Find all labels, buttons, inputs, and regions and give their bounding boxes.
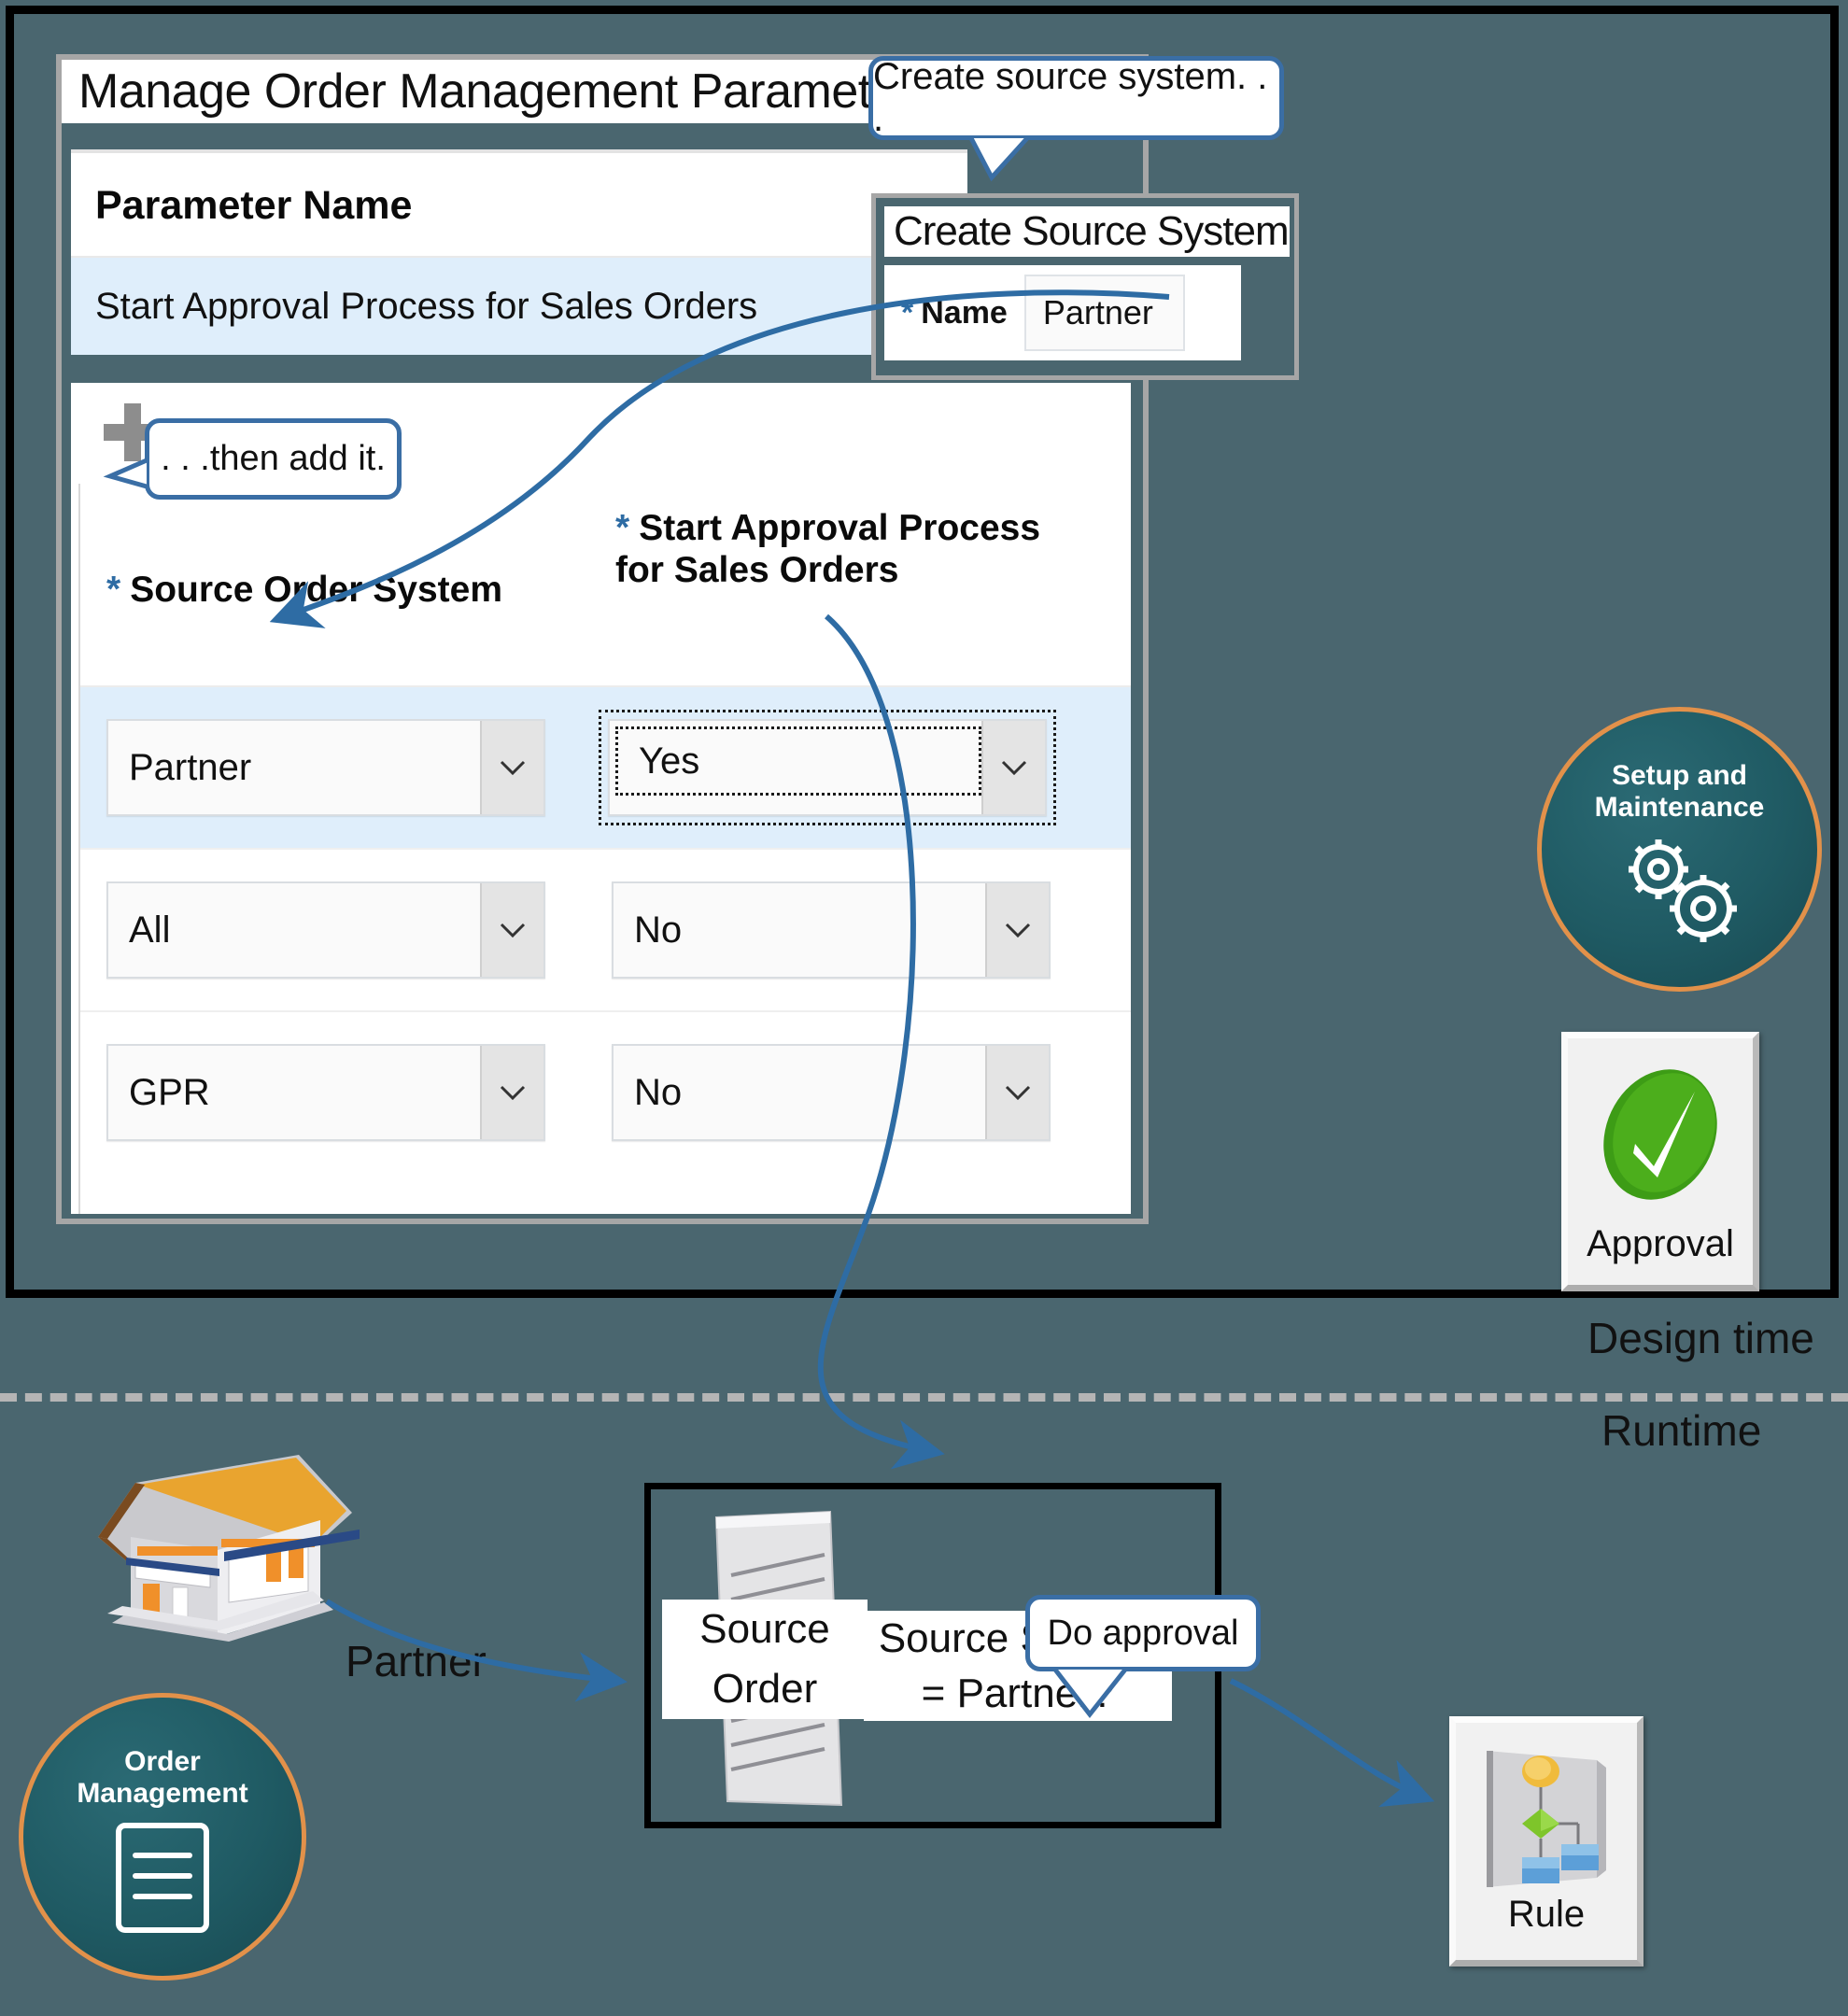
rule-badge[interactable]: Rule [1449, 1716, 1643, 1967]
table-row[interactable]: All No [80, 848, 1131, 1010]
partner-label: Partner [346, 1637, 487, 1685]
name-field[interactable]: Partner [1023, 275, 1185, 351]
badge-title-line2: Maintenance [1594, 791, 1765, 823]
badge-title-line2: Management [77, 1777, 248, 1809]
source-system-grid: *Source Order System *Start Approval Pro… [78, 484, 1131, 1214]
create-source-system-form: *Name Partner [884, 265, 1241, 360]
column-header-label: Start Approval Process for Sales Orders [615, 508, 1041, 590]
rule-tree-icon [1487, 1751, 1606, 1887]
dropdown-value: All [129, 909, 171, 951]
focus-outline: Yes [599, 710, 1056, 825]
phase-divider [0, 1393, 1848, 1402]
callout-create-source-system: Create source system. . . [868, 56, 1284, 140]
column-header-start-approval: *Start Approval Process for Sales Orders [589, 484, 1075, 685]
runtime-label: Runtime [1601, 1406, 1762, 1455]
start-approval-dropdown[interactable]: No [612, 1044, 1051, 1141]
order-management-badge[interactable]: Order Management [19, 1693, 306, 1981]
cell-source-order-system: Partner [80, 719, 589, 816]
required-asterisk: * [901, 294, 914, 331]
column-header-label: Source Order System [130, 570, 503, 610]
approval-badge[interactable]: Approval [1561, 1032, 1759, 1291]
start-approval-dropdown[interactable]: Yes [608, 719, 1047, 816]
chevron-down-icon[interactable] [480, 721, 543, 814]
callout-then-add-it: . . .then add it. [145, 418, 402, 500]
callout-text: Create source system. . . [873, 56, 1268, 139]
source-order-system-dropdown[interactable]: All [106, 881, 545, 979]
create-source-system-title: Create Source System [884, 206, 1290, 257]
design-time-region: Manage Order Management Parameters Param… [6, 6, 1839, 1298]
column-header-source-order-system: *Source Order System [80, 484, 589, 685]
cell-source-order-system: All [80, 881, 589, 979]
chevron-down-icon[interactable] [981, 721, 1045, 814]
green-check-icon [1603, 1069, 1717, 1200]
start-approval-dropdown[interactable]: No [612, 881, 1051, 979]
grid-header-row: *Source Order System *Start Approval Pro… [80, 484, 1131, 687]
parameter-name-row[interactable]: Start Approval Process for Sales Orders [71, 258, 967, 355]
store-building-icon [98, 1455, 360, 1642]
table-row[interactable]: Partner Yes [80, 687, 1131, 848]
source-order-system-dropdown[interactable]: GPR [106, 1044, 545, 1141]
dropdown-value: No [634, 1071, 683, 1113]
required-asterisk: * [106, 570, 121, 610]
dropdown-value: GPR [129, 1071, 210, 1113]
design-time-label: Design time [1587, 1314, 1814, 1362]
chevron-down-icon[interactable] [985, 1046, 1049, 1139]
dropdown-value: Yes [615, 726, 981, 796]
chevron-down-icon[interactable] [480, 883, 543, 977]
cell-source-order-system: GPR [80, 1044, 589, 1141]
callout-text: . . .then add it. [161, 439, 386, 478]
table-row[interactable]: GPR No [80, 1010, 1131, 1173]
setup-and-maintenance-badge[interactable]: Setup and Maintenance [1537, 707, 1822, 992]
source-system-table: *Source Order System *Start Approval Pro… [71, 383, 1131, 1214]
rule-label: Rule [1507, 1894, 1586, 1935]
parameter-name-grid: Parameter Name Start Approval Process fo… [71, 149, 967, 355]
required-asterisk: * [615, 508, 630, 548]
callout-do-approval: Do approval [1025, 1595, 1261, 1671]
arrow-decision-to-rule [1229, 1678, 1435, 1808]
chevron-down-icon[interactable] [480, 1046, 543, 1139]
name-label: *Name [901, 294, 1008, 331]
cell-start-approval: Yes [589, 710, 1075, 825]
cell-start-approval: No [589, 1044, 1075, 1141]
source-order-system-dropdown[interactable]: Partner [106, 719, 545, 816]
callout-text: Do approval [1047, 1613, 1239, 1653]
dropdown-value: Partner [129, 746, 252, 788]
gears-icon [1628, 839, 1737, 943]
badge-title-line1: Setup and [1611, 760, 1747, 791]
dropdown-value: No [634, 909, 683, 951]
parameter-name-column-header: Parameter Name [71, 153, 967, 258]
cell-start-approval: No [589, 881, 1075, 979]
create-source-system-panel: Create Source System *Name Partner [871, 193, 1299, 380]
approval-label: Approval [1587, 1223, 1734, 1264]
question-line-2: = Partner? [921, 1671, 1115, 1716]
document-icon [116, 1823, 209, 1934]
chevron-down-icon[interactable] [985, 883, 1049, 977]
badge-title-line1: Order [124, 1746, 201, 1777]
